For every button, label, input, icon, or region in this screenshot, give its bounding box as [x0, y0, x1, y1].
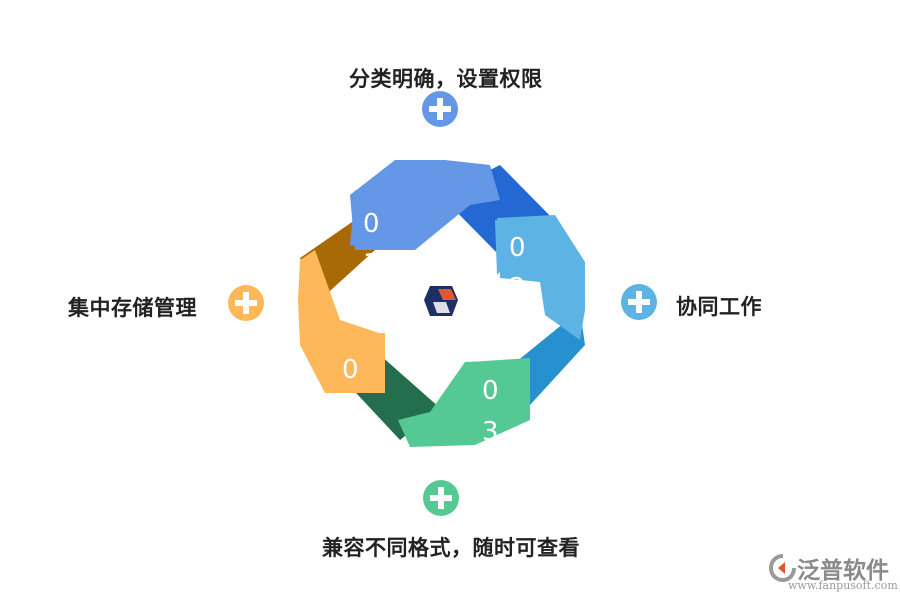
hexagon-logo-icon	[424, 286, 458, 316]
plus-circle-icon-top[interactable]	[422, 91, 458, 127]
label-right: 协同工作	[676, 295, 762, 319]
step-number-3-digit: 3	[482, 417, 499, 447]
step-number-1: 0	[363, 209, 380, 239]
plus-circle-icon-left[interactable]	[228, 285, 264, 321]
step-number-2: 0	[509, 233, 526, 263]
watermark-name: 泛普软件	[797, 558, 889, 584]
plus-circle-icon-right[interactable]	[621, 284, 657, 320]
label-top: 分类明确，设置权限	[349, 67, 543, 91]
step-number-3: 0	[482, 376, 499, 406]
step-number-4: 0	[342, 355, 359, 385]
step-number-1-digit: 1	[363, 249, 380, 279]
arrow-blue-head	[350, 190, 412, 248]
watermark-logo-icon	[768, 554, 796, 583]
step-number-2-digit: 2	[509, 273, 526, 303]
label-left: 集中存储管理	[68, 296, 197, 320]
watermark-url: www.fanpusoft.com	[788, 579, 898, 592]
watermark: 泛普软件 www.fanpusoft.com	[768, 553, 898, 593]
plus-circle-icon-bottom[interactable]	[423, 480, 459, 516]
label-bottom: 兼容不同格式，随时可查看	[322, 536, 580, 560]
arrow-sky-head	[495, 220, 545, 275]
arrow-orange-head	[330, 333, 385, 393]
arrow-green-head	[470, 358, 530, 420]
step-number-4-digit: 4	[342, 395, 359, 425]
